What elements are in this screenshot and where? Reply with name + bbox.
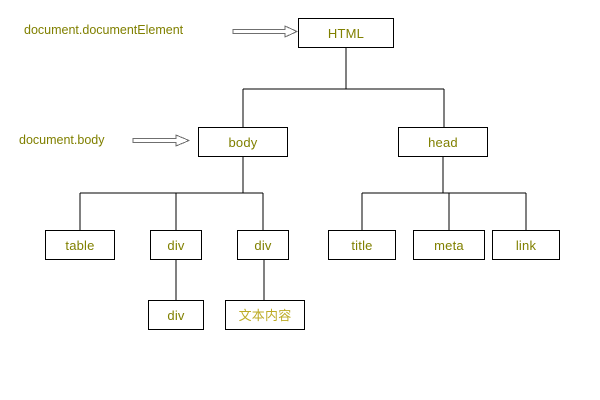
node-link[interactable]: link — [492, 230, 560, 260]
node-body[interactable]: body — [198, 127, 288, 157]
annotation-label-document-element: document.documentElement — [24, 23, 184, 37]
node-head-label: head — [428, 134, 458, 150]
node-div-1[interactable]: div — [150, 230, 202, 260]
node-div-2[interactable]: div — [237, 230, 289, 260]
node-table-label: table — [65, 237, 95, 253]
annotation-arrow-document-body — [132, 134, 191, 147]
node-meta[interactable]: meta — [413, 230, 485, 260]
edge-head-children — [361, 157, 527, 230]
node-meta-label: meta — [434, 237, 464, 253]
edge-body-children — [79, 157, 264, 230]
node-body-label: body — [228, 134, 258, 150]
node-div-2-label: div — [254, 237, 272, 253]
node-table[interactable]: table — [45, 230, 115, 260]
node-div-3-label: div — [167, 307, 185, 323]
node-link-label: link — [515, 237, 537, 253]
annotation-label-document-body: document.body — [19, 133, 105, 147]
node-text-content-label: 文本内容 — [238, 307, 292, 323]
node-div-3[interactable]: div — [148, 300, 204, 330]
edge-html-children — [242, 48, 445, 127]
node-html-label: HTML — [327, 25, 365, 41]
annotation-arrow-document-element — [232, 25, 299, 38]
node-div-1-label: div — [167, 237, 185, 253]
node-title-label: title — [351, 237, 373, 253]
node-title[interactable]: title — [328, 230, 396, 260]
node-text-content[interactable]: 文本内容 — [225, 300, 305, 330]
node-html[interactable]: HTML — [298, 18, 394, 48]
node-head[interactable]: head — [398, 127, 488, 157]
